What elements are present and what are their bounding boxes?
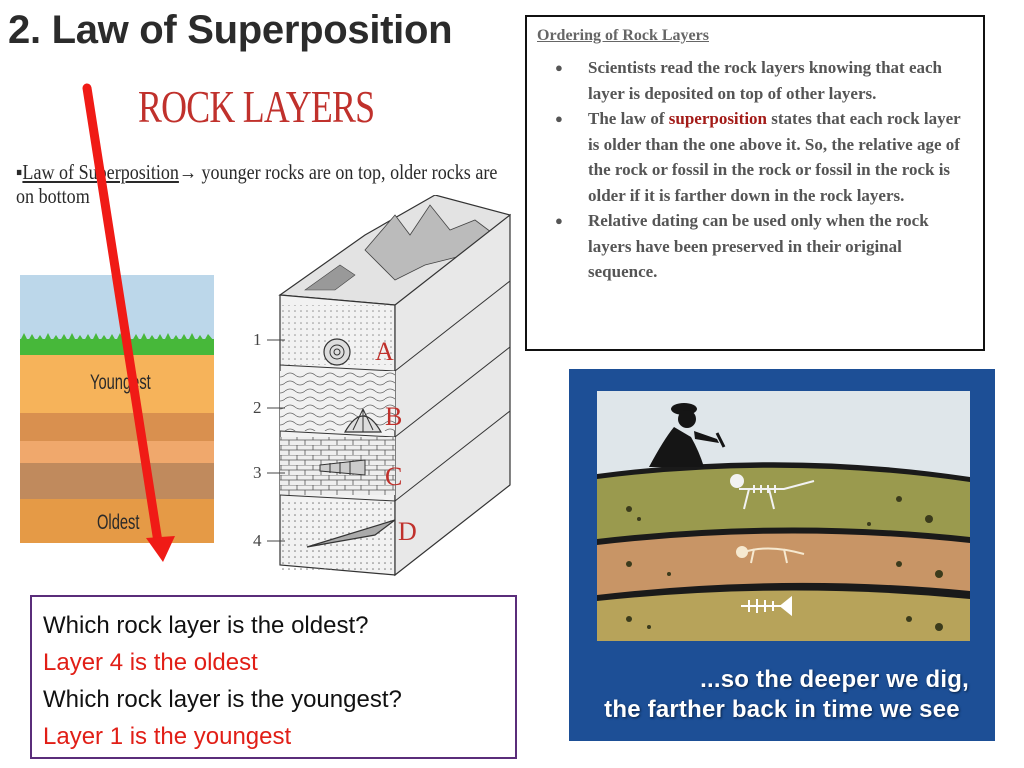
layer-band-3 <box>20 441 214 463</box>
layer-number-3: 3 <box>253 463 262 482</box>
list-item: ● The law of superposition states that ea… <box>537 106 973 208</box>
lizard-skeleton-icon <box>736 546 805 564</box>
layer-number-2: 2 <box>253 398 262 417</box>
question-oldest: Which rock layer is the oldest? <box>43 612 369 639</box>
dinosaur-skeleton-icon <box>730 474 815 510</box>
grass-strip <box>20 333 214 355</box>
layer-letter-d: D <box>398 517 417 546</box>
rock-block-illustration: 1 2 3 4 A B C D <box>253 195 511 577</box>
bullet-text: Scientists read the rock layers knowing … <box>588 58 943 103</box>
answer-youngest: Layer 1 is the youngest <box>43 723 292 750</box>
question-youngest: Which rock layer is the youngest? <box>43 686 402 713</box>
bullet-dot-icon: ● <box>555 60 563 75</box>
shell-fossil <box>343 408 383 433</box>
strata-column-illustration: Youngest Oldest <box>20 275 214 543</box>
rock-layers-heading: ROCK LAYERS <box>138 81 375 132</box>
ordering-rock-layers-box: Ordering of Rock Layers ● Scientists read… <box>525 15 985 351</box>
layer-letter-c: C <box>385 462 402 491</box>
law-term: Law of Superposition <box>22 160 179 184</box>
pebble-group <box>626 496 943 631</box>
fish-skeleton-icon <box>741 595 792 617</box>
layer-number-1: 1 <box>253 330 262 349</box>
youngest-label: Youngest <box>90 371 151 394</box>
fossil-caption-line-1: ...so the deeper we dig, <box>700 666 969 693</box>
bullet-dot-icon: ● <box>555 213 563 228</box>
list-item: ● Relative dating can be used only when t… <box>537 208 973 285</box>
bullet-text-before: The law of <box>588 109 669 128</box>
trilobite-fossil <box>306 519 396 548</box>
bullet-text-after: states that each rock layer is older tha… <box>588 109 961 205</box>
bullet-marker: ▪ <box>16 160 23 184</box>
layer-band-2 <box>20 413 214 441</box>
info-bullet-list: ● Scientists read the rock layers knowing… <box>537 55 973 285</box>
list-item: ● Scientists read the rock layers knowing… <box>537 55 973 106</box>
oldest-label: Oldest <box>97 511 140 534</box>
fossil-hunter-silhouette <box>649 403 726 467</box>
ammonite-fossil <box>323 338 351 366</box>
superposition-highlight: superposition <box>668 109 767 128</box>
sky-band <box>20 275 214 341</box>
layer-number-4: 4 <box>253 531 262 550</box>
layer-letter-b: B <box>385 402 402 431</box>
slide-title: 2. Law of Superposition <box>8 8 453 52</box>
answer-oldest: Layer 4 is the oldest <box>43 649 258 676</box>
bullet-dot-icon: ● <box>555 111 563 126</box>
law-description: → younger rocks are on top, older rocks … <box>16 160 498 208</box>
info-box-title: Ordering of Rock Layers <box>537 27 709 44</box>
fossil-caption-line-2: the farther back in time we see <box>604 696 960 723</box>
fossil-dig-illustration: ...so the deeper we dig, the farther bac… <box>569 369 995 741</box>
bullet-text: Relative dating can be used only when th… <box>588 211 929 281</box>
layer-band-4 <box>20 463 214 499</box>
layer-letter-a: A <box>375 337 394 366</box>
crinoid-fossil <box>319 459 366 476</box>
fossil-dig-scene <box>597 391 970 641</box>
question-answer-box: Which rock layer is the oldest? Layer 4 … <box>30 595 517 759</box>
